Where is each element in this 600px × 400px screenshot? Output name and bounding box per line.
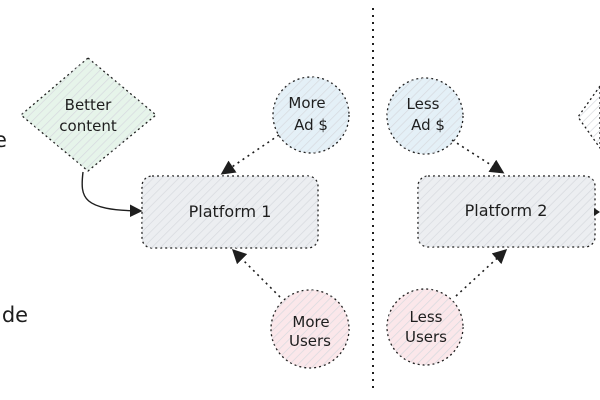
arrow-less-users-to-platform-2 (455, 249, 508, 297)
cropped-text-top: e (0, 128, 7, 152)
less-ad-line2: Ad $ (411, 116, 445, 134)
more-users-line2: Users (289, 332, 331, 350)
platform-2-node: Platform 2 (417, 175, 596, 248)
more-users-line1: More (292, 313, 329, 331)
less-ad-line1: Less (407, 95, 440, 113)
more-ad-line1: More (288, 94, 325, 112)
cropped-arrowhead-right (594, 208, 600, 216)
cropped-text-bottom: ide (0, 303, 28, 327)
less-users-line1: Less (410, 308, 443, 326)
less-users-line2: Users (405, 328, 447, 346)
platform-2-label: Platform 2 (465, 201, 548, 220)
arrow-less-ad-to-platform-2 (451, 139, 505, 174)
cropped-diamond-right (577, 84, 600, 150)
more-users-node: More Users (270, 289, 350, 369)
platform-1-node: Platform 1 (141, 175, 319, 249)
less-users-node: Less Users (386, 288, 464, 366)
platform-1-label: Platform 1 (189, 202, 272, 221)
better-content-node: Better content (19, 57, 158, 172)
more-ad-node: More Ad $ (272, 76, 350, 154)
better-content-line2: content (59, 117, 117, 135)
more-ad-line2: Ad $ (294, 116, 328, 134)
less-ad-node: Less Ad $ (386, 77, 464, 155)
arrow-better-content-to-platform-1 (81, 171, 143, 218)
better-content-line1: Better (65, 96, 113, 114)
arrow-more-users-to-platform-1 (231, 248, 281, 298)
arrow-more-ad-to-platform-1 (220, 134, 280, 175)
